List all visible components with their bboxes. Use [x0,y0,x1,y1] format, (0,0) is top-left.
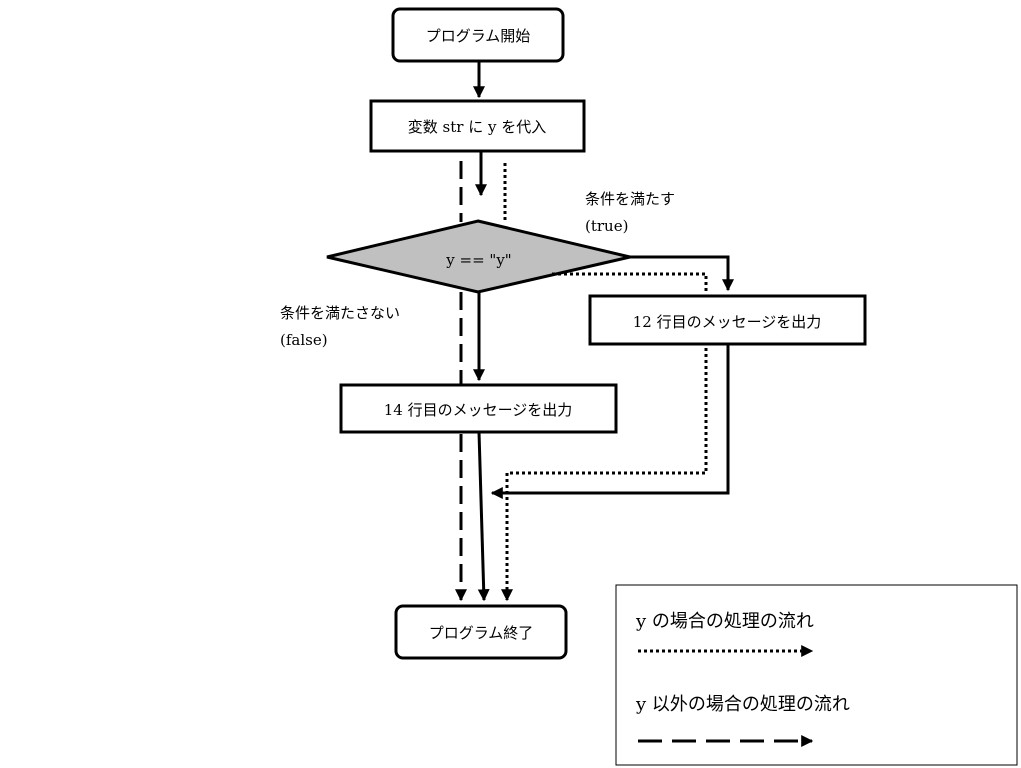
false-output-node [339,383,618,434]
dotted-flow-merge [501,348,708,602]
arrow-condition-true [630,255,734,292]
condition-label: y == "y" [445,251,511,269]
legend-box [615,584,1018,766]
legend-dashed-label: y 以外の場合の処理の流れ [635,694,850,715]
assign-node-label: 変数 str に y を代入 [408,118,546,136]
end-node [394,604,568,660]
arrow-false-end [477,431,490,602]
true-output-label: 12 行目のメッセージを出力 [633,313,822,331]
start-node-label: プログラム開始 [426,27,531,45]
false-label-line1: 条件を満たさない [280,304,400,322]
legend-dotted-label: y の場合の処理の流れ [635,611,814,632]
false-output-label: 14 行目のメッセージを出力 [384,401,573,419]
end-node-label: プログラム終了 [429,624,534,642]
arrow-true-merge [490,344,730,499]
dotted-flow-true [552,272,708,294]
true-label-line1: 条件を満たす [585,190,675,208]
false-label-line2: (false) [280,331,328,349]
true-label-line2: (true) [585,217,628,235]
assign-node [369,99,586,153]
